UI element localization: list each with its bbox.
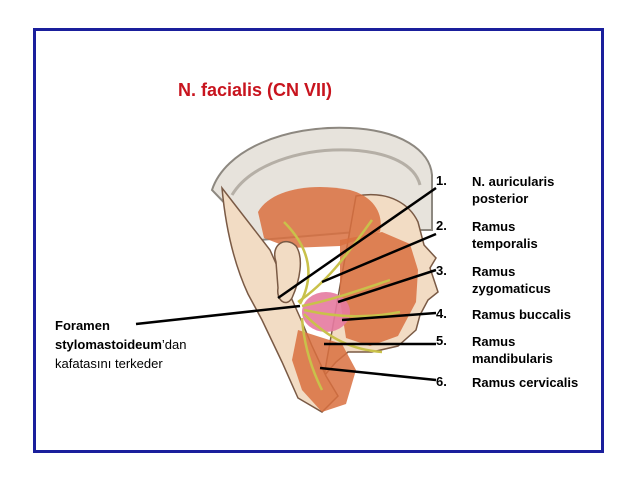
branch-1-number: 1. [436, 173, 447, 188]
branch-1-line1: N. auricularis [472, 174, 555, 189]
branch-3-line1: Ramus [472, 264, 516, 279]
branch-1-line2: posterior [472, 191, 529, 206]
foramen-line1: Foramen [55, 316, 187, 335]
branch-3-line2: zygomaticus [472, 281, 551, 296]
leader-line-6 [319, 366, 437, 382]
leader-line-2 [321, 232, 437, 284]
branch-5-label: Ramus mandibularis [472, 333, 553, 367]
branch-1-label: N. auricularis posterior [472, 173, 554, 207]
branch-5-number: 5. [436, 333, 447, 348]
leader-line-1 [277, 186, 437, 300]
leader-lines [135, 186, 437, 382]
branch-4-number: 4. [436, 306, 447, 321]
foramen-line3: kafatasını terkeder [55, 356, 163, 371]
foramen-annotation: Foramen stylomastoideum’dan kafatasını t… [55, 316, 187, 373]
leader-line-foramen [135, 304, 301, 326]
branch-2-line2: temporalis [472, 236, 538, 251]
facial-nerve-branches [283, 219, 401, 391]
leader-line-3 [337, 268, 437, 304]
foramen-name: stylomastoideum [55, 337, 162, 352]
branch-2-number: 2. [436, 218, 447, 233]
skull-inner [230, 148, 422, 196]
branch-6-number: 6. [436, 374, 447, 389]
slide-title: N. facialis (CN VII) [178, 80, 333, 100]
temporal-muscle [258, 186, 381, 248]
branch-2-label: Ramus temporalis [472, 218, 538, 252]
branch-2-line1: Ramus [472, 219, 516, 234]
branch-4-line1: Ramus buccalis [472, 307, 571, 322]
branch-3-label: Ramus zygomaticus [472, 263, 551, 297]
branch-3-number: 3. [436, 263, 447, 278]
leader-line-4 [341, 311, 437, 322]
foramen-suffix: ’dan [161, 337, 187, 352]
branch-6-label: Ramus cervicalis [472, 374, 578, 391]
branch-5-line2: mandibularis [472, 351, 553, 366]
branch-5-line1: Ramus [472, 334, 516, 349]
branch-6-line1: Ramus cervicalis [472, 375, 579, 390]
foramen-line2: stylomastoideum’dan [55, 335, 187, 354]
branch-4-label: Ramus buccalis [472, 306, 571, 323]
foramen-title: Foramen [55, 318, 110, 333]
